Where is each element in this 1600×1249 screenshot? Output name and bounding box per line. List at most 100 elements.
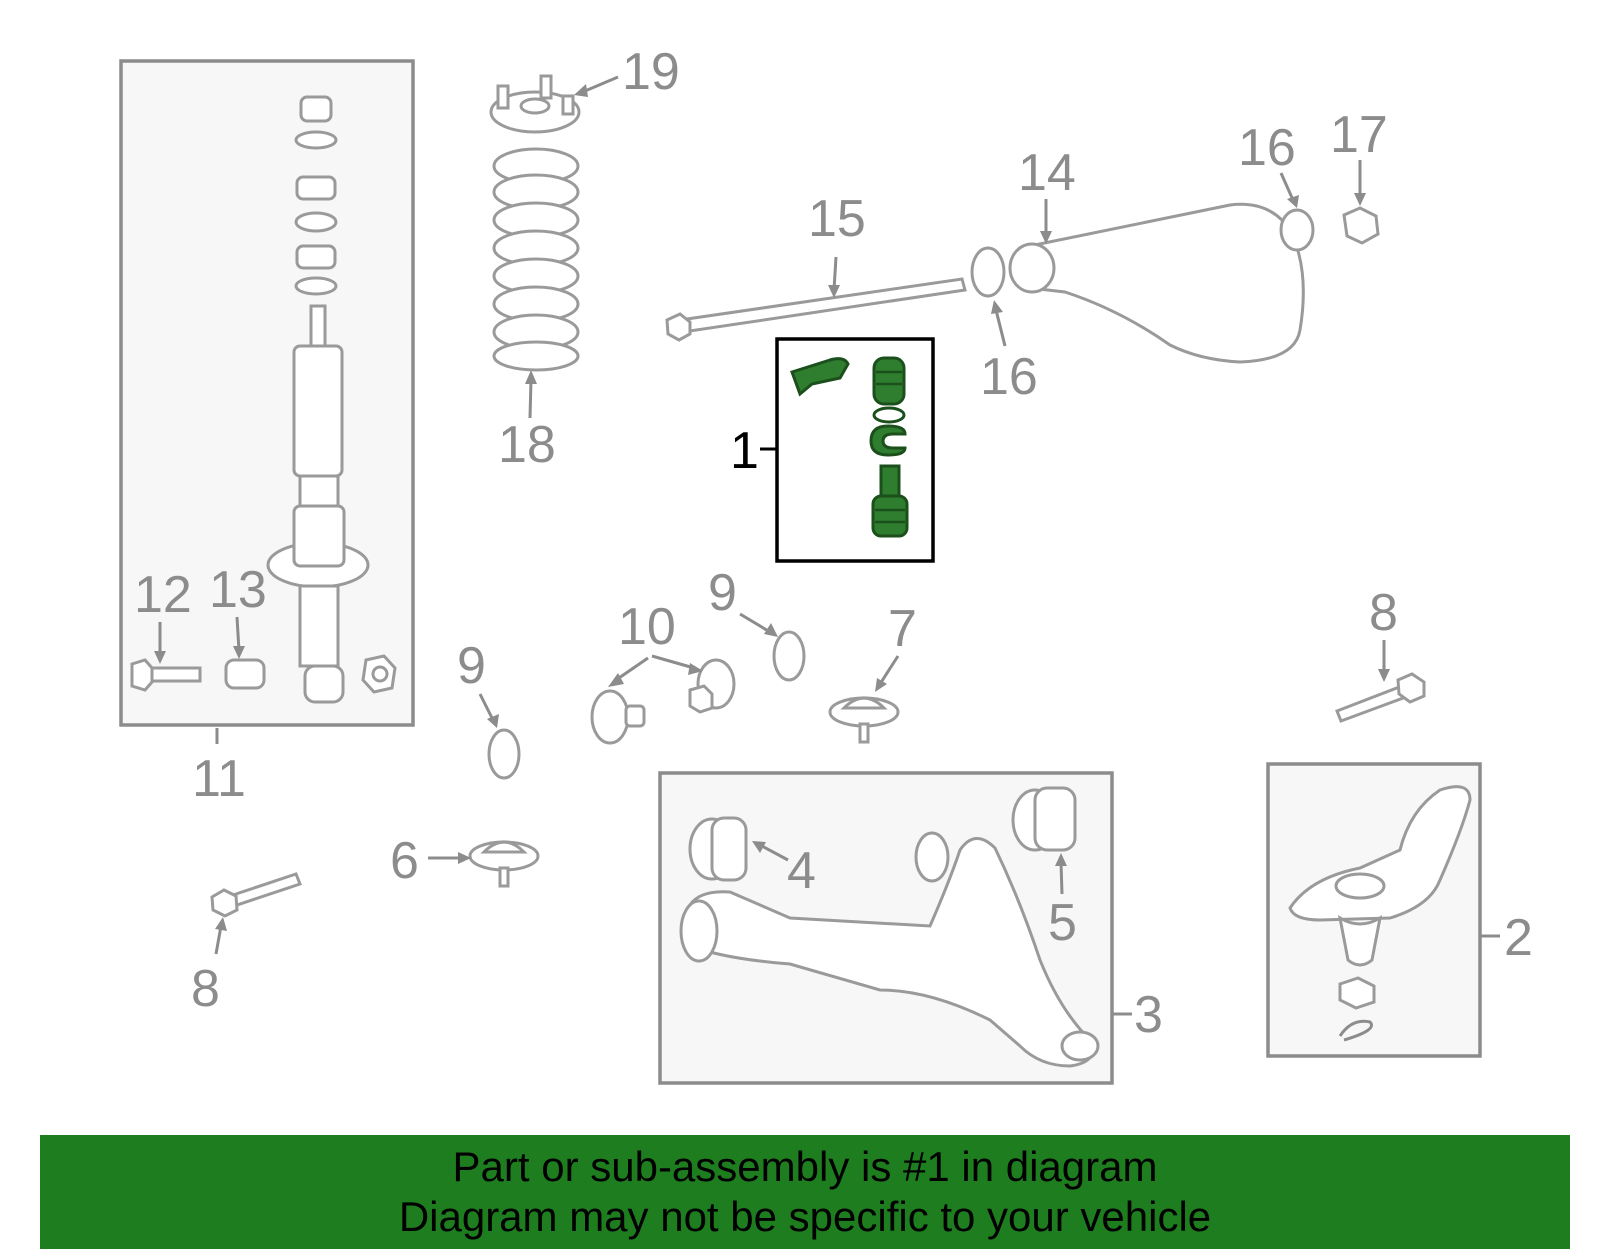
bump-stop-cap xyxy=(299,95,333,123)
arrow-13 xyxy=(233,646,245,659)
bushing-1 xyxy=(295,175,337,201)
banner-line-disclaimer: Diagram may not be specific to your vehi… xyxy=(398,1193,1212,1240)
arrow-9-lower xyxy=(487,714,499,728)
coil-spring-group xyxy=(489,74,581,372)
arrow-17 xyxy=(1354,193,1366,206)
banner-line-part: Part or sub-assembly is #1 in diagram xyxy=(452,1143,1158,1190)
washer-16-lower xyxy=(970,246,1006,298)
leader-lines xyxy=(154,75,1500,1016)
nut-17 xyxy=(1342,206,1380,245)
upper-arm-bushing xyxy=(1008,242,1056,294)
arrow-8-right xyxy=(1378,669,1390,682)
leader-16-lower xyxy=(994,309,1007,347)
bolt-8-right-shank xyxy=(1335,684,1408,723)
shock-lower-body xyxy=(298,584,340,668)
arrow-16-lower xyxy=(991,300,1003,314)
callout-8-left: 8 xyxy=(191,960,220,1018)
lower-arm-group xyxy=(658,771,1114,1085)
washer-1 xyxy=(294,130,338,150)
shock-nut-hole xyxy=(371,665,389,683)
callout-6: 6 xyxy=(390,832,419,890)
lower-arm-ball-socket xyxy=(1060,1030,1100,1062)
callout-3: 3 xyxy=(1134,986,1163,1044)
washer-9-b xyxy=(487,728,521,780)
arrow-15 xyxy=(828,285,840,298)
bushing-13 xyxy=(224,658,266,690)
ball-joint-body xyxy=(871,494,909,538)
callout-17: 17 xyxy=(1330,106,1388,164)
callout-14: 14 xyxy=(1018,144,1076,202)
lower-arm-rear-eye xyxy=(914,831,950,883)
knuckle-group xyxy=(1266,762,1482,1058)
arrow-10-a xyxy=(608,673,624,687)
small-parts-group xyxy=(210,630,1426,918)
knuckle-castle-nut xyxy=(1338,976,1376,1010)
arrow-12 xyxy=(154,651,166,664)
leader-9-upper xyxy=(739,612,771,634)
upper-arm-14 xyxy=(1018,202,1305,364)
callout-13: 13 xyxy=(209,561,267,619)
bushing-2 xyxy=(295,244,337,270)
upper-arm-group xyxy=(665,202,1380,364)
mount-stud-1 xyxy=(496,84,510,110)
knuckle-cotter-pin xyxy=(1338,1019,1373,1042)
callout-10: 10 xyxy=(618,598,676,656)
bolt-12-head xyxy=(130,658,154,692)
leader-7 xyxy=(878,655,900,685)
bolt-12-shank xyxy=(148,666,202,683)
callout-18: 18 xyxy=(498,416,556,474)
arrow-8-left xyxy=(215,917,227,931)
bushing-4-body xyxy=(710,816,748,882)
spring-mount-center xyxy=(519,97,551,115)
bumper-6-stud xyxy=(498,866,510,888)
washer-3 xyxy=(294,276,338,296)
bushing-5-body xyxy=(1033,786,1077,852)
shock-mid-body xyxy=(298,474,340,508)
bolt-15-shank xyxy=(678,277,967,334)
bolt-8-right-head xyxy=(1396,672,1426,704)
shock-seat-collar xyxy=(292,504,346,568)
ball-joint-kit-group xyxy=(775,337,935,563)
arrow-19 xyxy=(574,84,588,97)
mount-stud-3 xyxy=(561,94,575,116)
ball-joint-snap-ring xyxy=(869,424,907,457)
callout-9-lower: 9 xyxy=(457,637,486,695)
bumper-7-dome xyxy=(840,696,888,710)
leader-16-upper xyxy=(1279,172,1295,201)
bolt-15-head xyxy=(665,312,692,342)
arrow-6 xyxy=(458,852,471,864)
callout-15: 15 xyxy=(808,190,866,248)
callout-2: 2 xyxy=(1504,909,1533,967)
lower-arm-front-eye xyxy=(679,899,719,963)
diagram-notice-banner: Part or sub-assembly is #1 in diagram Di… xyxy=(40,1135,1570,1249)
shock-upper-body xyxy=(292,344,344,478)
ball-joint-stud xyxy=(879,464,901,498)
callout-19: 19 xyxy=(622,43,680,101)
washer-2 xyxy=(294,211,338,233)
leader-10-a xyxy=(615,656,649,682)
leader-10-b xyxy=(651,654,695,670)
bumper-7-stud xyxy=(858,722,870,744)
callout-9-upper: 9 xyxy=(708,564,737,622)
bumper-6-dome xyxy=(480,840,528,854)
shock-absorber-group xyxy=(119,59,415,727)
cam-10-a xyxy=(590,689,630,745)
callout-7: 7 xyxy=(888,600,917,658)
arrow-7 xyxy=(875,678,887,692)
knuckle-ball-stud xyxy=(1337,914,1383,967)
ball-joint-ring xyxy=(872,406,906,424)
leader-5 xyxy=(1059,861,1064,895)
mount-stud-2 xyxy=(539,74,553,100)
callout-5: 5 xyxy=(1048,894,1077,952)
arrow-9-upper xyxy=(764,623,778,637)
leader-8-left xyxy=(214,925,223,955)
leader-13 xyxy=(235,616,241,652)
bolt-8-left-head xyxy=(210,888,239,918)
shock-rod xyxy=(309,304,327,348)
leader-15 xyxy=(832,256,838,291)
washer-16-upper xyxy=(1279,208,1315,252)
callout-16-upper: 16 xyxy=(1238,119,1296,177)
bolt-8-left-shank xyxy=(228,872,302,908)
ball-joint-dust-boot xyxy=(872,356,906,406)
arrow-14 xyxy=(1040,231,1052,244)
